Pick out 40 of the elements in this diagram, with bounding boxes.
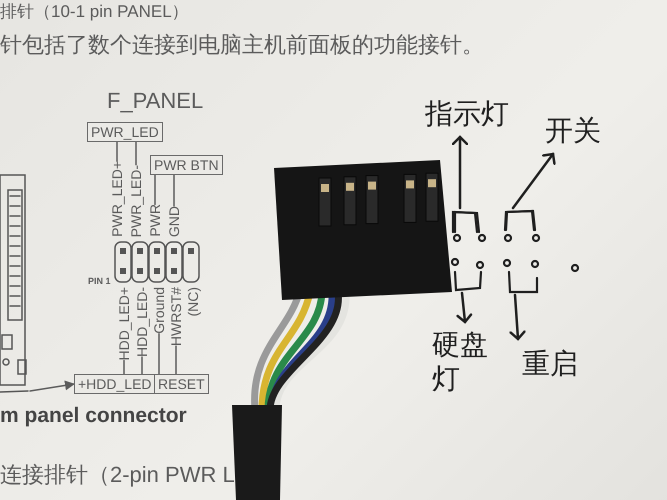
- handwritten-arrow: [512, 152, 556, 210]
- label-box: RESET: [154, 374, 209, 394]
- body-text: 针包括了数个连接到电脑主机前面板的功能接针。: [0, 31, 484, 59]
- heading-text: 连接排针（2-pin PWR L: [0, 461, 235, 489]
- connector-line: [154, 174, 156, 206]
- pin-label: Ground: [151, 287, 167, 334]
- caption-text: m panel connector: [0, 404, 187, 428]
- handwritten-note: 重启: [522, 345, 578, 383]
- connector-line: [116, 141, 118, 162]
- connector-line: [173, 174, 175, 207]
- pin-label: HDD_LED+: [116, 287, 132, 361]
- connector-line: [175, 345, 177, 375]
- pin-label: HDD_LED-: [134, 287, 150, 358]
- pin-bracket-sketch: [503, 258, 541, 295]
- handwritten-arrow: [456, 292, 472, 324]
- connector-line: [158, 332, 160, 375]
- pin-label: (NC): [185, 287, 201, 317]
- connector-line: [141, 356, 143, 375]
- label-box: PWR_LED: [87, 122, 163, 142]
- label-box: +HDD_LED: [74, 374, 156, 394]
- connector-line: [135, 141, 137, 166]
- handwritten-note: 开关: [545, 112, 601, 150]
- pin-bracket-sketch: [450, 258, 486, 293]
- handwritten-note: 指示灯: [425, 95, 509, 133]
- arrow: [29, 380, 75, 392]
- pin-bracket-sketch: [450, 208, 486, 242]
- label-box: PWR BTN: [150, 155, 223, 175]
- pin-label: PWR: [147, 204, 163, 237]
- pin-label: PWR_LED-: [128, 164, 144, 237]
- pin-label: PWR_LED+: [109, 161, 125, 237]
- connector-line: [123, 360, 125, 375]
- pin-label: PIN 1: [88, 276, 111, 286]
- connector-title: F_PANEL: [107, 88, 204, 114]
- handwritten-note: 硬盘灯: [432, 328, 496, 396]
- heading-text: 排针（10-1 pin PANEL）: [0, 1, 189, 23]
- pin-label: HWRST#: [168, 287, 184, 346]
- handwritten-arrow: [509, 294, 526, 340]
- pin-label: GND: [166, 206, 182, 237]
- handwritten-arrow: [452, 136, 468, 210]
- pin-bracket-sketch: [503, 208, 541, 242]
